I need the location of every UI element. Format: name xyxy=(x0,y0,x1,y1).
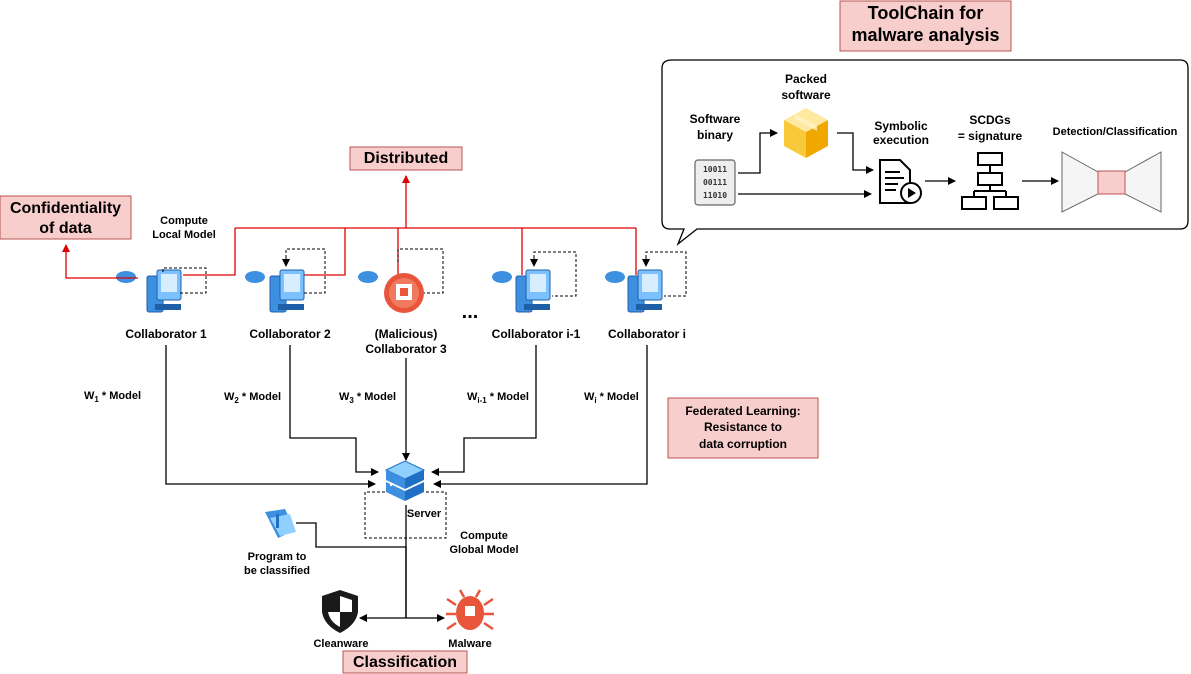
program-label-2: be classified xyxy=(244,565,310,577)
database-icon xyxy=(492,271,512,283)
symbolic-execution-label-1: Symbolic xyxy=(874,119,928,133)
bug-icon-detail xyxy=(465,606,475,616)
program-label-1: Program to xyxy=(248,551,307,563)
software-binary-label-1: Software xyxy=(690,112,741,126)
collaborator-i: Collaborator i xyxy=(605,251,687,341)
binary-line-3: 11010 xyxy=(703,191,727,200)
weight-labels: W1 * Model W2 * Model W3 * Model Wi-1 * … xyxy=(84,390,639,405)
shield-icon xyxy=(322,590,358,633)
packed-software-label-1: Packed xyxy=(785,72,827,86)
red-property-lines xyxy=(62,175,637,279)
collaborator-i-minus-1: Collaborator i-1 xyxy=(492,251,581,341)
server-icon xyxy=(384,460,426,501)
collaborator-1-name: Collaborator 1 xyxy=(125,327,207,341)
federated-label-3: data corruption xyxy=(699,437,787,451)
distributed-label: Distributed xyxy=(364,150,448,167)
classifier-model-icon xyxy=(1061,151,1162,213)
computer-icon xyxy=(515,269,551,313)
database-icon xyxy=(605,271,625,283)
database-icon xyxy=(116,271,136,283)
cleanware: Cleanware xyxy=(313,590,369,650)
toolchain-title-line1: ToolChain for xyxy=(868,3,984,23)
database-icon xyxy=(358,271,378,283)
model-upload-arrows xyxy=(165,345,648,488)
collaborator-2: Collaborator 2 xyxy=(245,248,331,341)
toolchain-title-line2: malware analysis xyxy=(851,25,999,45)
ellipsis: ... xyxy=(462,301,479,323)
database-icon xyxy=(245,271,265,283)
binary-line-1: 10011 xyxy=(703,165,727,174)
compute-global-label-2: Global Model xyxy=(449,544,518,556)
weight-label-i: Wi * Model xyxy=(584,391,639,405)
classification-arrows xyxy=(359,505,445,622)
computer-icon xyxy=(146,269,182,313)
compute-local-label-2: Local Model xyxy=(152,229,216,241)
document-play-icon xyxy=(879,159,922,204)
federated-label-2: Resistance to xyxy=(704,420,782,434)
detection-label: Detection/Classification xyxy=(1053,126,1178,138)
collaborator-i-name: Collaborator i xyxy=(608,327,686,341)
federated-label-1: Federated Learning: xyxy=(685,404,800,418)
toolchain-arrows xyxy=(738,129,1059,198)
toolchain-callout xyxy=(661,59,1189,247)
binary-line-2: 00111 xyxy=(703,178,727,187)
package-icon xyxy=(784,108,828,158)
software-binary-label-2: binary xyxy=(697,128,733,142)
confidentiality-label-2: of data xyxy=(39,220,92,237)
weight-label-2: W2 * Model xyxy=(224,391,281,405)
malware-label: Malware xyxy=(448,638,491,650)
malicious-computer-icon xyxy=(384,273,424,313)
collaborator-3-malicious: (Malicious) Collaborator 3 xyxy=(358,248,447,356)
weight-label-i-minus-1: Wi-1 * Model xyxy=(467,391,529,405)
malware: Malware xyxy=(446,589,494,650)
toolchain-title: ToolChain for malware analysis xyxy=(839,0,1012,52)
collaborator-3-name-1: (Malicious) xyxy=(375,327,438,341)
federated-learning-box: Federated Learning: Resistance to data c… xyxy=(667,397,819,459)
confidentiality-label-1: Confidentiality xyxy=(10,200,121,217)
weight-label-3: W3 * Model xyxy=(339,391,396,405)
computer-icon xyxy=(269,269,305,313)
computer-icon xyxy=(627,269,663,313)
collaborator-3-name-2: Collaborator 3 xyxy=(365,342,447,356)
weight-label-1: W1 * Model xyxy=(84,390,141,404)
compute-global-label-1: Compute xyxy=(460,530,508,542)
distributed-box: Distributed xyxy=(349,146,463,171)
symbolic-execution-label-2: execution xyxy=(873,133,929,147)
packed-software-label-2: software xyxy=(781,88,831,102)
scdgs-label-2: = signature xyxy=(958,129,1023,143)
server-label: Server xyxy=(407,508,442,520)
flowchart-icon xyxy=(961,152,1019,210)
cleanware-label: Cleanware xyxy=(313,638,368,650)
collaborator-i-minus-1-name: Collaborator i-1 xyxy=(492,327,581,341)
classification-label: Classification xyxy=(353,654,457,671)
classification-box: Classification xyxy=(342,650,468,674)
binary-file-icon: 10011 00111 11010 xyxy=(694,159,736,206)
collaborator-1: Collaborator 1 xyxy=(116,267,207,341)
scdgs-label-1: SCDGs xyxy=(969,113,1011,127)
folder-icon xyxy=(265,509,296,538)
confidentiality-box: Confidentiality of data xyxy=(0,195,132,240)
server: Server xyxy=(364,460,447,539)
compute-local-label-1: Compute xyxy=(160,215,208,227)
collaborator-2-name: Collaborator 2 xyxy=(249,327,331,341)
